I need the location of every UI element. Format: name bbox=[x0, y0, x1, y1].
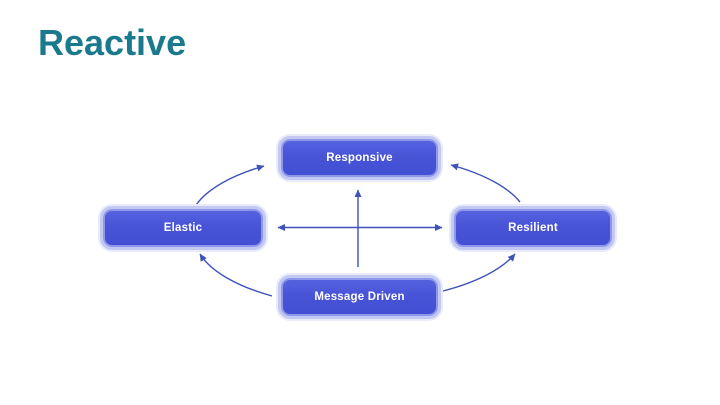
arrow-elastic-to-responsive bbox=[195, 164, 265, 206]
slide-title: Reactive bbox=[38, 22, 187, 63]
node-resilient-label: Resilient bbox=[508, 222, 558, 234]
node-responsive-label: Responsive bbox=[326, 152, 393, 164]
node-message-driven-label: Message Driven bbox=[314, 291, 405, 303]
node-message-driven: Message Driven bbox=[281, 278, 438, 316]
node-elastic-label: Elastic bbox=[163, 222, 203, 234]
arrow-resilient-to-responsive bbox=[450, 163, 521, 203]
node-responsive: Responsive bbox=[281, 139, 438, 177]
arrow-message-driven-to-resilient bbox=[442, 253, 516, 292]
node-resilient: Resilient bbox=[454, 209, 612, 247]
node-elastic: Elastic bbox=[103, 209, 263, 247]
arrow-message-driven-to-elastic bbox=[199, 253, 273, 297]
